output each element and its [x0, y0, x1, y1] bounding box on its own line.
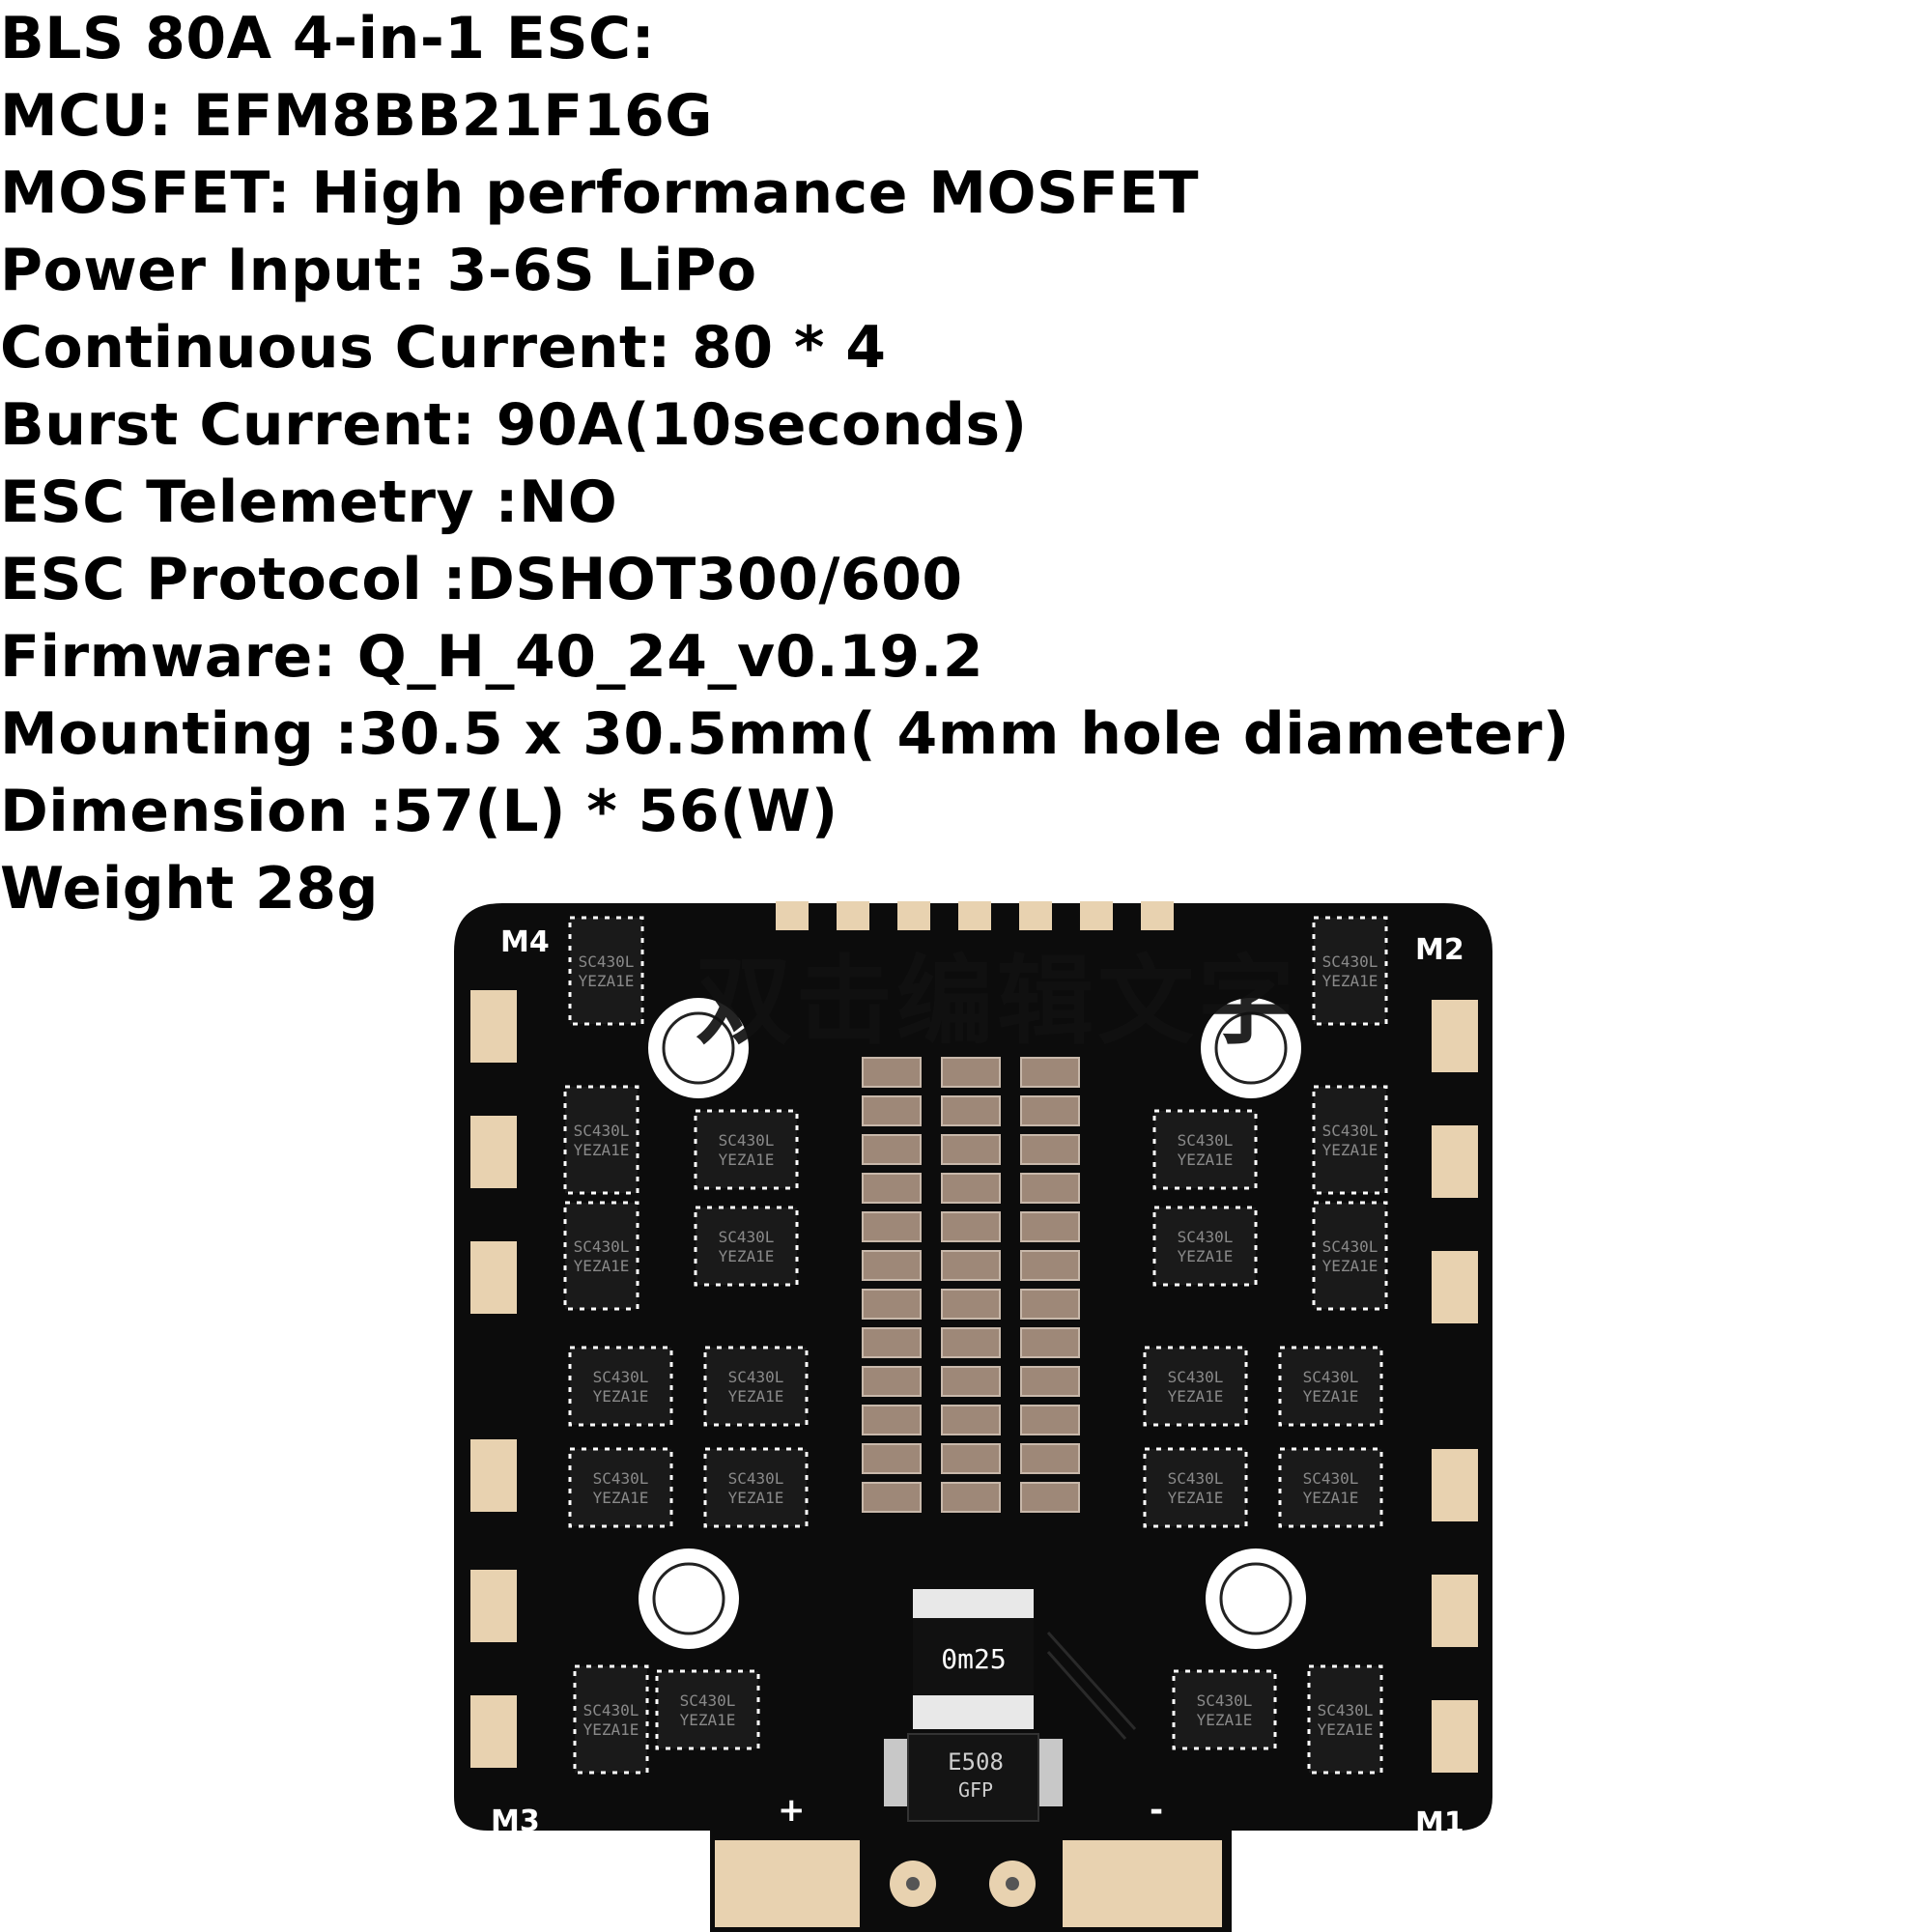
mosfet-marking: SC430L	[1178, 1228, 1234, 1246]
mosfet-code: YEZA1E	[1322, 1141, 1378, 1159]
mosfet-marking: SC430L	[583, 1701, 639, 1719]
plus-label: +	[778, 1791, 806, 1830]
mosfet-marking: SC430L	[593, 1469, 649, 1488]
spec-mcu: MCU: EFM8BB21F16G	[0, 82, 713, 150]
spec-protocol: ESC Protocol :DSHOT300/600	[0, 546, 963, 613]
mosfet-chip	[703, 1346, 809, 1427]
diode-code: GFP	[958, 1778, 993, 1802]
mosfet-chip	[1143, 1447, 1248, 1528]
mosfet-marking: SC430L	[1197, 1691, 1253, 1710]
mosfet-chip	[573, 1664, 649, 1775]
motor-label-m4: M4	[500, 925, 550, 959]
mosfet-chip	[1143, 1346, 1248, 1427]
mosfet-code: YEZA1E	[1178, 1247, 1234, 1265]
mosfet-chip	[1152, 1206, 1258, 1287]
mosfet-code: YEZA1E	[728, 1489, 784, 1507]
top-signal-pads	[776, 901, 1174, 930]
spec-firmware: Firmware: Q_H_40_24_v0.19.2	[0, 623, 984, 691]
mosfet-chip	[1312, 916, 1388, 1026]
mosfet-marking: SC430L	[574, 1237, 630, 1256]
right-motor-pads	[1432, 1000, 1478, 1773]
mosfet-marking: SC430L	[579, 952, 635, 971]
mosfet-chip	[1312, 1085, 1388, 1195]
mosfet-marking: SC430L	[1318, 1701, 1374, 1719]
mosfet-marking: SC430L	[719, 1228, 775, 1246]
mosfet-code: YEZA1E	[1168, 1387, 1224, 1406]
mosfet-chip	[1278, 1346, 1383, 1427]
motor-label-m3: M3	[491, 1804, 540, 1838]
mosfet-marking: SC430L	[728, 1469, 784, 1488]
spec-power-input: Power Input: 3-6S LiPo	[0, 237, 757, 304]
mosfet-code: YEZA1E	[719, 1247, 775, 1265]
mosfet-chip	[703, 1447, 809, 1528]
mosfet-chip	[1172, 1669, 1277, 1750]
mosfet-chip	[563, 1085, 639, 1195]
mosfet-code: YEZA1E	[1197, 1711, 1253, 1729]
shunt-resistor: 0m25	[913, 1589, 1034, 1729]
motor-label-m1: M1	[1415, 1806, 1464, 1840]
mosfet-code: YEZA1E	[719, 1151, 775, 1169]
mosfet-chip	[568, 1447, 673, 1528]
mosfet-marking: SC430L	[1322, 952, 1378, 971]
mosfet-code: YEZA1E	[574, 1141, 630, 1159]
mosfet-chip	[568, 916, 644, 1026]
left-motor-pads	[470, 990, 517, 1768]
mosfet-chip	[694, 1206, 799, 1287]
mosfet-chip	[1307, 1664, 1383, 1775]
motor-label-m2: M2	[1415, 933, 1464, 967]
mosfet-marking: SC430L	[1178, 1131, 1234, 1150]
diode-marking: E508	[948, 1748, 1004, 1776]
mosfet-marking: SC430L	[728, 1368, 784, 1386]
spec-title: BLS 80A 4-in-1 ESC:	[0, 5, 656, 72]
mosfet-chip	[568, 1346, 673, 1427]
minus-label: -	[1150, 1791, 1163, 1830]
mosfet-marking: SC430L	[1168, 1368, 1224, 1386]
mosfet-marking: SC430L	[1168, 1469, 1224, 1488]
mosfet-chip	[694, 1109, 799, 1190]
mosfet-code: YEZA1E	[593, 1387, 649, 1406]
spec-continuous-current: Continuous Current: 80 * 4	[0, 314, 887, 382]
spec-mounting: Mounting :30.5 x 30.5mm( 4mm hole diamet…	[0, 700, 1570, 768]
mosfet-code: YEZA1E	[728, 1387, 784, 1406]
mosfet-code: YEZA1E	[1322, 1257, 1378, 1275]
spec-burst-current: Burst Current: 90A(10seconds)	[0, 391, 1028, 459]
spec-telemetry: ESC Telemetry :NO	[0, 469, 618, 536]
esc-board-image: SC430LYEZA1ESC430LYEZA1ESC430LYEZA1ESC43…	[454, 901, 1492, 1932]
mosfet-chip	[1152, 1109, 1258, 1190]
diode: E508 GFP	[884, 1733, 1063, 1822]
mosfet-code: YEZA1E	[1168, 1489, 1224, 1507]
mosfet-code: YEZA1E	[579, 972, 635, 990]
mosfet-code: YEZA1E	[680, 1711, 736, 1729]
spec-dimension: Dimension :57(L) * 56(W)	[0, 778, 838, 845]
mosfet-code: YEZA1E	[593, 1489, 649, 1507]
mosfet-code: YEZA1E	[1303, 1489, 1359, 1507]
mosfet-marking: SC430L	[1303, 1469, 1359, 1488]
mosfet-chip	[1312, 1201, 1388, 1311]
mosfet-code: YEZA1E	[1178, 1151, 1234, 1169]
mosfet-chip	[1278, 1447, 1383, 1528]
mosfet-chip	[655, 1669, 760, 1750]
mosfet-marking: SC430L	[719, 1131, 775, 1150]
mosfet-marking: SC430L	[574, 1122, 630, 1140]
mosfet-chip	[563, 1201, 639, 1311]
mosfet-marking: SC430L	[1322, 1122, 1378, 1140]
spec-mosfet: MOSFET: High performance MOSFET	[0, 159, 1200, 227]
mosfet-marking: SC430L	[680, 1691, 736, 1710]
mosfet-code: YEZA1E	[1303, 1387, 1359, 1406]
spec-list: BLS 80A 4-in-1 ESC: MCU: EFM8BB21F16G MO…	[0, 0, 1570, 927]
mosfet-marking: SC430L	[1303, 1368, 1359, 1386]
mosfet-marking: SC430L	[593, 1368, 649, 1386]
mosfet-code: YEZA1E	[1318, 1720, 1374, 1739]
spec-weight: Weight 28g	[0, 855, 379, 923]
shunt-marking: 0m25	[941, 1643, 1006, 1675]
mosfet-code: YEZA1E	[583, 1720, 639, 1739]
mosfet-marking: SC430L	[1322, 1237, 1378, 1256]
mosfet-code: YEZA1E	[574, 1257, 630, 1275]
capacitor-bank	[862, 1057, 1080, 1513]
mosfet-chips: SC430LYEZA1ESC430LYEZA1ESC430LYEZA1ESC43…	[563, 916, 1388, 1775]
watermark-text: 双击编辑文字	[696, 945, 1298, 1058]
mounting-holes	[639, 998, 1306, 1649]
mosfet-code: YEZA1E	[1322, 972, 1378, 990]
